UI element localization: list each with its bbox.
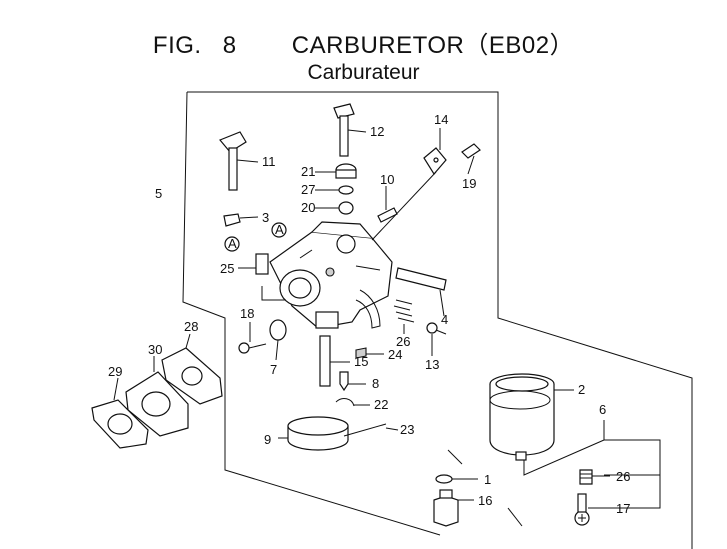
choke-shaft-11 — [219, 131, 259, 191]
screw-17 — [574, 493, 610, 526]
float-4 — [395, 267, 447, 317]
throttle-spindle-7 — [269, 319, 287, 361]
float-pin-23 — [343, 423, 399, 437]
callout-26-upper: 26 — [396, 334, 410, 349]
assembly-boundary — [182, 91, 693, 549]
callout-3: 3 — [262, 210, 269, 225]
screw-18 — [238, 322, 267, 354]
throttle-shaft-12 — [333, 103, 367, 157]
bowl-drain-bolt-16 — [433, 489, 523, 527]
callout-30: 30 — [148, 342, 162, 357]
collar-3 — [223, 213, 259, 227]
carburetor-body — [269, 221, 393, 329]
adjust-screw-25 — [238, 253, 286, 301]
reference-mark-a-left: A — [224, 236, 240, 252]
callout-13: 13 — [425, 357, 439, 372]
bowl-set-bracket — [523, 420, 661, 509]
figure-label: FIG. — [152, 32, 202, 59]
callout-6: 6 — [599, 402, 606, 417]
choke-valve-14 — [371, 128, 447, 241]
callout-28: 28 — [184, 319, 198, 334]
float-9 — [278, 416, 349, 451]
screw-13 — [426, 322, 447, 356]
figure-title: FIG. 8 CARBURETOR（EB02） — [0, 25, 727, 60]
screw-19 — [461, 143, 481, 175]
callout-2: 2 — [578, 382, 585, 397]
insulator-30 — [125, 356, 189, 437]
callout-25: 25 — [220, 261, 234, 276]
callout-15: 15 — [354, 354, 368, 369]
washer-1 — [435, 449, 478, 484]
callout-18: 18 — [240, 306, 254, 321]
float-bowl-2 — [489, 373, 574, 461]
callout-26-lower: 26 — [616, 469, 630, 484]
spring-24 — [355, 347, 384, 359]
spring-26-upper — [393, 299, 415, 334]
callout-4: 4 — [441, 312, 448, 327]
callout-27: 27 — [301, 182, 315, 197]
callout-10: 10 — [380, 172, 394, 187]
callout-21: 21 — [301, 164, 315, 179]
cap-21-stack — [315, 163, 357, 215]
callout-1: 1 — [484, 472, 491, 487]
figure-subtitle: Carburateur — [307, 61, 420, 84]
main-nozzle-15 — [319, 335, 350, 387]
callout-19: 19 — [462, 176, 476, 191]
needle-valve-8 — [339, 371, 366, 392]
callout-23: 23 — [400, 422, 414, 437]
spring-26-lower — [579, 469, 610, 485]
callout-5: 5 — [155, 186, 162, 201]
figure-number: 8 — [222, 32, 237, 59]
callout-17: 17 — [616, 501, 630, 516]
callout-12: 12 — [370, 124, 384, 139]
callout-20: 20 — [301, 200, 315, 215]
svg-text:A: A — [275, 222, 284, 237]
gasket-29 — [91, 377, 149, 449]
callout-9: 9 — [264, 432, 271, 447]
callout-16: 16 — [478, 493, 492, 508]
callout-29: 29 — [108, 364, 122, 379]
clip-22 — [335, 398, 370, 407]
callout-22: 22 — [374, 397, 388, 412]
callout-14: 14 — [434, 112, 448, 127]
reference-mark-a-body: A — [271, 222, 287, 238]
svg-text:A: A — [228, 236, 237, 251]
figure-heading: CARBURETOR（EB02） — [291, 32, 575, 59]
callout-11: 11 — [262, 154, 276, 169]
callout-24: 24 — [388, 347, 402, 362]
callout-7: 7 — [270, 362, 277, 377]
callout-8: 8 — [372, 376, 379, 391]
